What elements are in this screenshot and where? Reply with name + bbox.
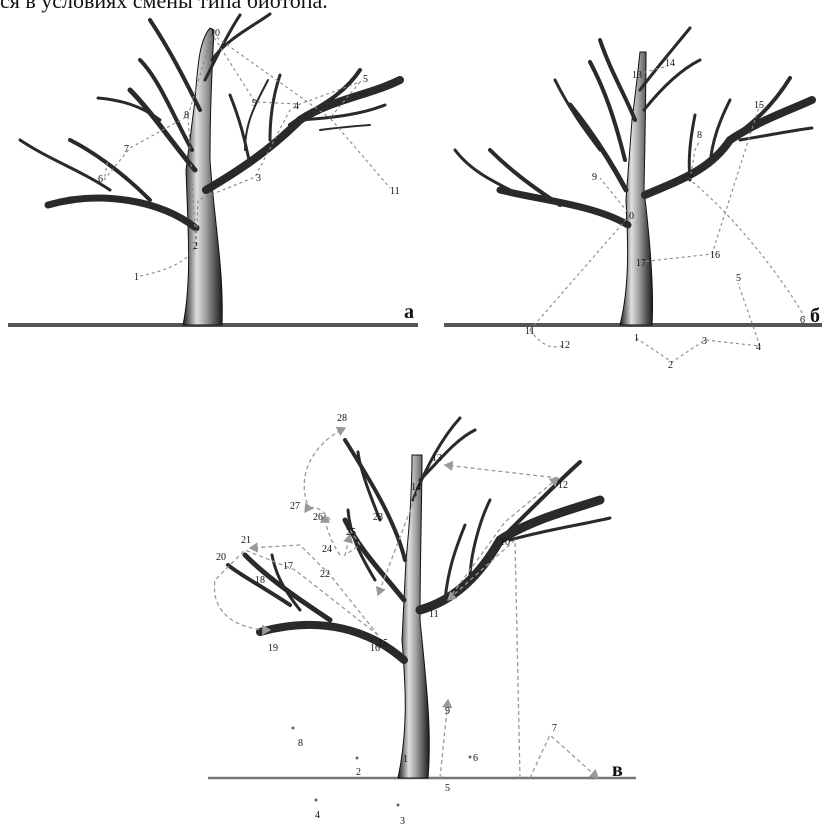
label-a-2: 2: [193, 241, 198, 252]
label-v-12: 12: [558, 480, 568, 491]
label-v-1: 1: [403, 754, 408, 765]
panel-letter-v: в: [612, 759, 623, 781]
label-b-12: 12: [560, 340, 570, 351]
label-a-1: 1: [134, 272, 139, 283]
label-a-7: 7: [124, 144, 129, 155]
label-v-24: 24: [322, 544, 332, 555]
branches-a: [18, 12, 404, 232]
label-b-17: 17: [636, 258, 646, 269]
branches-b: [453, 26, 816, 229]
label-v-7: 7: [552, 723, 557, 734]
label-v-14: 14: [411, 482, 421, 493]
label-v-18: 18: [255, 575, 265, 586]
label-a-6: 6: [98, 174, 103, 185]
label-v-6: 6: [473, 753, 478, 764]
trunk-b: [619, 51, 654, 326]
label-b-7: 7: [688, 173, 693, 184]
label-v-21: 21: [241, 535, 251, 546]
panel-b: 1 2 3 4 5 6 7 8 9 10 11 12 13 14 15 16 1…: [444, 26, 822, 371]
label-v-20: 20: [216, 552, 226, 563]
labels-v: 1 2 3 4 5 6 7 8 9 10 11 12 13 14 15 16 1…: [216, 413, 568, 824]
label-b-1: 1: [634, 333, 639, 344]
label-v-9: 9: [445, 706, 450, 717]
label-v-13: 13: [432, 453, 442, 464]
label-b-4: 4: [756, 342, 761, 353]
label-a-5: 5: [363, 74, 368, 85]
panel-letter-b: б: [810, 305, 820, 327]
label-b-6: 6: [800, 315, 805, 326]
label-a-9: 9: [252, 98, 257, 109]
label-a-4: 4: [294, 101, 299, 112]
panel-a: 1 2 3 4 5 6 7 8 9 10 11 а: [8, 12, 418, 327]
trunk-a: [182, 27, 223, 326]
label-v-10: 10: [500, 537, 510, 548]
label-v-28: 28: [337, 413, 347, 424]
labels-a: 1 2 3 4 5 6 7 8 9 10 11: [98, 28, 400, 283]
label-b-15: 15: [754, 100, 764, 111]
label-v-22: 22: [320, 569, 330, 580]
label-v-19: 19: [268, 643, 278, 654]
label-v-25: 25: [346, 527, 356, 538]
label-a-10: 10: [210, 28, 220, 39]
label-b-11: 11: [525, 326, 535, 337]
label-b-9: 9: [592, 172, 597, 183]
label-b-5: 5: [736, 273, 741, 284]
label-b-3: 3: [702, 336, 707, 347]
foraging-path-v: [213, 426, 599, 779]
label-v-27: 27: [290, 501, 300, 512]
panel-letter-a: а: [404, 301, 414, 323]
label-v-26: 26: [313, 512, 323, 523]
label-v-23: 23: [373, 512, 383, 523]
caption-text: ся в условиях смены типа биотопа.: [0, 0, 328, 13]
label-v-2: 2: [356, 767, 361, 778]
label-v-16: 16: [370, 643, 380, 654]
label-a-8: 8: [184, 110, 189, 121]
label-b-13: 13: [632, 70, 642, 81]
labels-b: 1 2 3 4 5 6 7 8 9 10 11 12 13 14 15 16 1…: [525, 58, 805, 371]
label-b-16: 16: [710, 250, 720, 261]
foraging-path-a: [103, 32, 391, 277]
panel-v: 1 2 3 4 5 6 7 8 9 10 11 12 13 14 15 16 1…: [208, 413, 636, 824]
label-v-11: 11: [429, 609, 439, 620]
label-b-2: 2: [668, 360, 673, 371]
label-b-8: 8: [697, 130, 702, 141]
label-v-5: 5: [445, 783, 450, 794]
label-v-17: 17: [283, 561, 293, 572]
foraging-path-b: [529, 65, 806, 363]
branches-v: [226, 416, 612, 664]
trunk-v: [397, 454, 430, 779]
label-v-15: 15: [378, 638, 388, 649]
label-a-3: 3: [256, 173, 261, 184]
label-b-14: 14: [665, 58, 675, 69]
label-a-11: 11: [390, 186, 400, 197]
label-v-8: 8: [298, 738, 303, 749]
label-v-4: 4: [315, 810, 320, 821]
label-v-3: 3: [400, 816, 405, 824]
label-b-10: 10: [624, 211, 634, 222]
scatter-dots-v: [291, 726, 472, 807]
